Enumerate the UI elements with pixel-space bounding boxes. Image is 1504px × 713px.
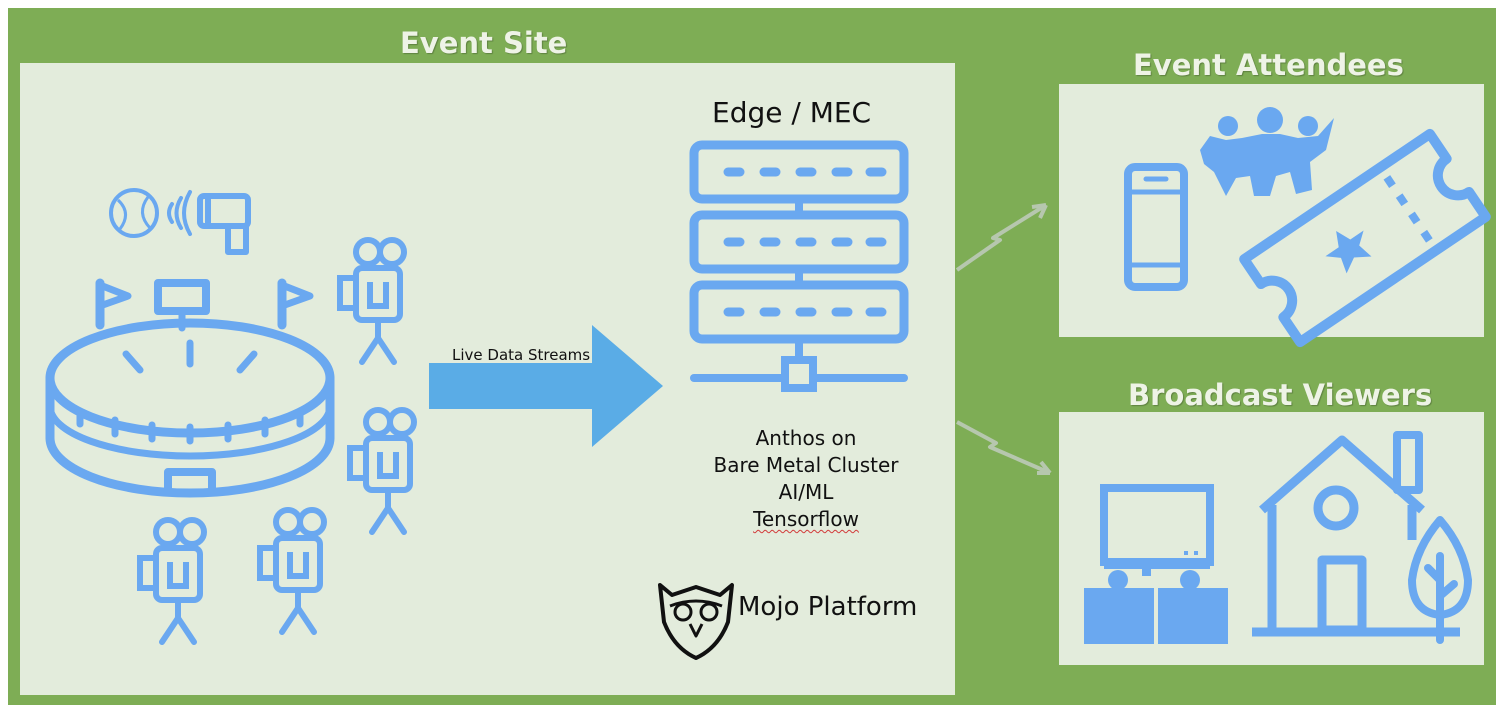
edge-line-3: AI/ML [778, 480, 834, 504]
stadium-icon [45, 278, 335, 498]
radar-gun-icon [197, 193, 251, 255]
tv-viewers-icon [1084, 484, 1228, 644]
server-rack-icon [694, 145, 904, 392]
crowd-icon [1200, 107, 1334, 196]
event-attendees-title: Event Attendees [1133, 48, 1404, 82]
owl-shield-logo [658, 583, 734, 660]
signal-waves-icon [167, 190, 192, 236]
edge-line-4: Tensorflow [706, 506, 906, 533]
brand-name: Mojo Platform [738, 592, 918, 622]
live-data-arrow [429, 325, 663, 447]
tensorflow-text: Tensorflow [753, 507, 859, 531]
connector-to-viewers [956, 420, 1052, 475]
edge-title: Edge / MEC [712, 96, 872, 129]
connector-to-attendees [955, 203, 1048, 272]
smartphone-icon [1124, 163, 1188, 291]
edge-description: Anthos on Bare Metal Cluster AI/ML Tenso… [706, 425, 906, 533]
ticket-icon [1239, 128, 1491, 348]
broadcast-viewers-title: Broadcast Viewers [1128, 378, 1433, 412]
arrow-label: Live Data Streams [452, 346, 591, 364]
edge-line-1: Anthos on [755, 426, 857, 450]
baseball-icon [109, 188, 159, 238]
event-site-title: Event Site [400, 26, 568, 60]
house-icon [1252, 431, 1460, 637]
tree-icon [1408, 516, 1472, 644]
edge-line-2: Bare Metal Cluster [713, 453, 899, 477]
